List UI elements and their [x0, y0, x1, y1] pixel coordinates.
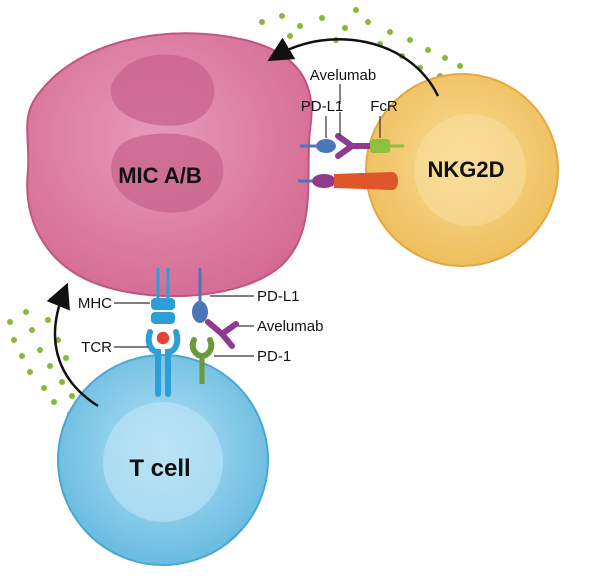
label-avelumab-lower: Avelumab [257, 318, 323, 335]
tumor-nk-synapse-upper [300, 133, 404, 159]
nkg2d-receptor [334, 172, 398, 190]
mhc-complex [151, 268, 175, 324]
nk-cell-label: NKG2D [427, 157, 504, 182]
pd1-receptor [189, 337, 215, 360]
nk-cell: NKG2D [365, 73, 559, 267]
pdl1-molecule-lower [192, 301, 208, 323]
granules-tcell [7, 309, 75, 417]
t-cell: T cell [57, 354, 269, 566]
label-mhc: MHC [78, 295, 112, 312]
label-fcr: FcR [370, 98, 398, 115]
fcr-receptor [370, 139, 390, 153]
tumor-nk-synapse-lower [298, 172, 398, 190]
label-pdl1-upper: PD-L1 [301, 98, 344, 115]
arrow-nk-to-tumor [267, 37, 440, 97]
tcr-complex [145, 329, 181, 397]
label-pdl1-lower: PD-L1 [257, 288, 300, 305]
label-pd1: PD-1 [257, 348, 291, 365]
label-tcr: TCR [81, 339, 112, 356]
avelumab-antibody-upper [335, 133, 372, 159]
avelumab-antibody-lower [205, 319, 239, 349]
label-avelumab-upper: Avelumab [310, 67, 376, 84]
pdl1-pd1-lower [189, 268, 239, 384]
mic-ligand [312, 174, 336, 188]
tumor-cell-label: MIC A/B [118, 163, 202, 188]
t-cell-label: T cell [129, 455, 190, 482]
tumor-cell: MIC A/B [26, 32, 313, 298]
pdl1-molecule-upper [316, 139, 336, 153]
peptide-antigen [155, 330, 171, 346]
arrow-tcell-to-tumor [46, 282, 99, 408]
